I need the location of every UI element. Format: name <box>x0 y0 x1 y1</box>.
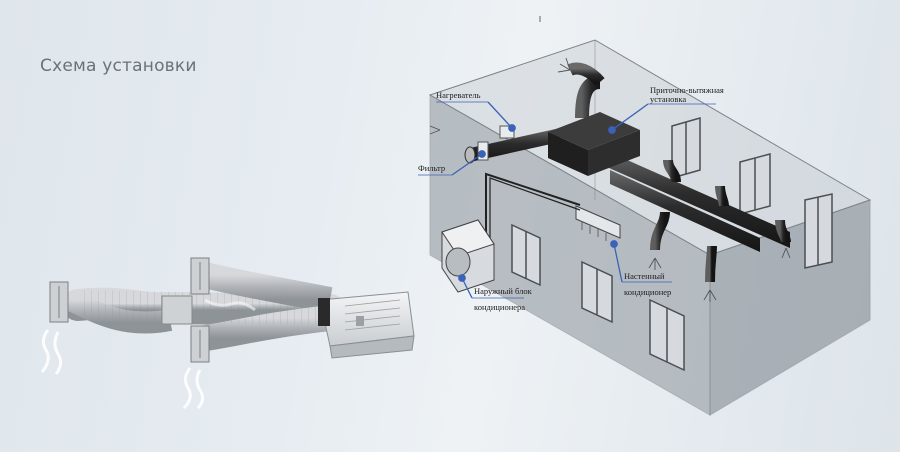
label-heater: Нагреватель <box>436 90 481 100</box>
room-ceiling-outline <box>428 39 872 256</box>
duct-network <box>464 62 791 283</box>
label-wall-ac-line1: Настенный <box>624 271 665 281</box>
diffuser-bottom <box>190 325 210 363</box>
drop-3 <box>663 159 681 183</box>
diagram-labels: Нагреватель Фильтр Приточно-вытяжная уст… <box>418 85 724 312</box>
label-outdoor-line2: кондиционера <box>474 302 525 312</box>
drop-5 <box>775 219 791 243</box>
label-supply-exhaust-line1: Приточно-вытяжная <box>650 85 724 95</box>
window-1 <box>511 223 541 287</box>
window-2 <box>581 260 613 324</box>
supply-exhaust-unit <box>548 112 640 176</box>
page-title: Схема установки <box>40 56 197 76</box>
diffuser-left <box>49 281 69 323</box>
main-duct <box>600 148 790 248</box>
wall-ac-unit <box>575 205 621 241</box>
outdoor-ac-unit <box>441 219 495 293</box>
callouts <box>418 101 716 299</box>
airflow-arrows <box>429 16 791 302</box>
intake-duct <box>470 128 560 162</box>
window-6 <box>804 193 833 269</box>
label-supply-exhaust-line2: установка <box>650 94 686 104</box>
windows <box>511 117 833 372</box>
drop-2 <box>705 245 717 283</box>
label-filter: Фильтр <box>418 163 445 173</box>
plenum-box <box>161 295 193 325</box>
label-outdoor-line1: Наружный блок <box>474 286 533 296</box>
airflow-wisps-left <box>40 298 256 410</box>
window-5 <box>739 153 771 215</box>
flex-duct-assembly <box>40 257 415 410</box>
label-wall-ac-line2: кондиционер <box>624 287 671 297</box>
indoor-unit <box>318 291 415 359</box>
drop-4 <box>715 185 729 207</box>
drop-1 <box>650 211 670 251</box>
diffuser-top <box>190 257 210 295</box>
window-3 <box>649 298 685 372</box>
room <box>428 16 872 416</box>
refrigerant-line <box>485 172 581 240</box>
